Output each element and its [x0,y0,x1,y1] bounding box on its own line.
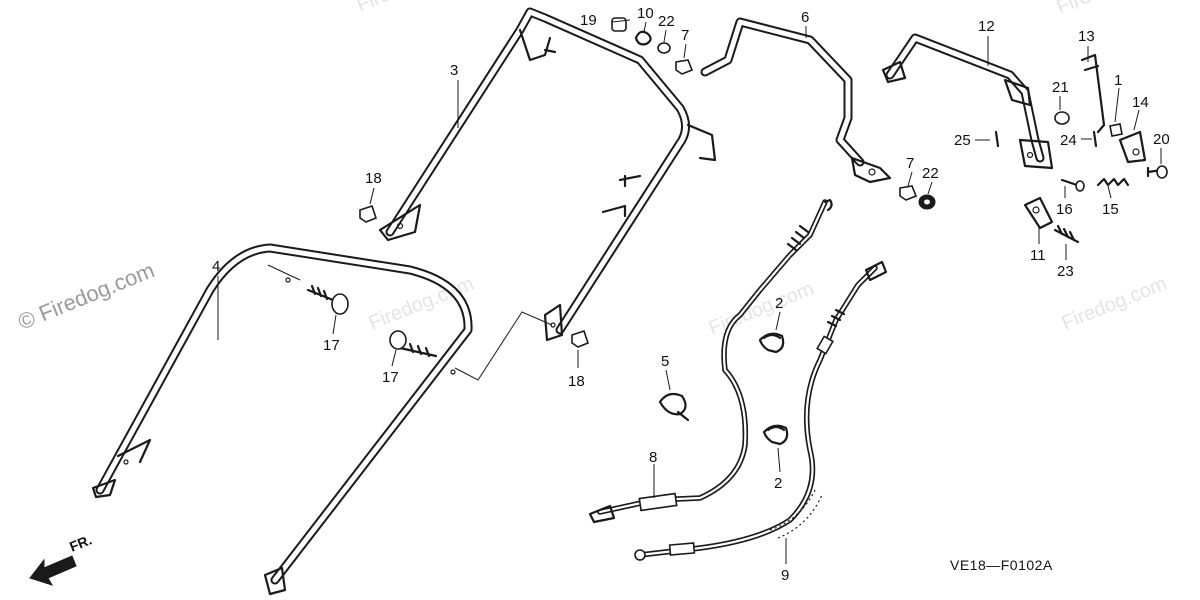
spring-clip-part-10 [634,30,652,46]
collar-part-19 [611,17,627,32]
cable-clamps [658,332,789,446]
cable-part-8 [597,199,828,515]
cable-clamp-part-5 [658,392,687,416]
watermarks: © Firedog.com Firedog.com Firedog.com Fi… [15,0,1170,340]
callout-19: 19 [580,12,597,29]
pin-part-24 [1092,130,1098,148]
watermark-main: © Firedog.com [15,257,158,334]
watermark-repeat: Firedog.com [354,0,465,17]
callout-12: 12 [978,18,995,35]
handle-fasteners [306,204,589,358]
pin-part-25 [994,130,1000,148]
bolt-part-17-lower [398,346,438,358]
callout-7-top: 7 [681,27,689,44]
upper-handle-part-3 [378,7,717,342]
callout-18-upper: 18 [365,170,382,187]
callout-6: 6 [801,9,809,26]
callout-17-upper: 17 [323,337,340,354]
diagram-code: VE18—F0102A [950,557,1053,573]
spring-part-15 [1096,177,1130,187]
nut-part-7-top [675,59,694,75]
callout-8: 8 [649,449,657,466]
plate-part-11 [1023,196,1054,230]
nut-part-18-upper [359,204,377,223]
front-label: FR. [67,531,94,554]
reference-lines [267,264,553,381]
callout-16: 16 [1056,201,1073,218]
callout-14: 14 [1132,94,1149,111]
leader-lines [217,19,1162,564]
callout-1: 1 [1114,72,1122,89]
callout-21: 21 [1052,79,1069,96]
callout-20: 20 [1153,131,1170,148]
watermark-repeat: Firedog.com [1054,0,1165,19]
front-direction-arrow: FR. [29,531,94,586]
callout-3: 3 [450,62,458,79]
callout-25: 25 [954,132,971,149]
top-hardware [611,17,936,210]
callout-23: 23 [1057,263,1074,280]
arrow-icon [29,555,77,586]
right-hardware [994,53,1168,244]
callout-24: 24 [1060,132,1077,149]
lower-handle-part-4 [91,243,473,596]
washer-part-21 [1054,111,1070,125]
nut-part-18-lower [571,329,589,348]
callout-17-lower: 17 [382,369,399,386]
nut-part-1 [1109,123,1123,137]
callout-7-mid: 7 [906,155,914,172]
lever-rod-part-12 [881,33,1054,170]
callout-18-lower: 18 [568,373,585,390]
callout-10: 10 [637,5,654,22]
callout-2-upper: 2 [775,295,783,312]
nut-part-7-mid [899,185,918,201]
callout-9: 9 [781,567,789,584]
callout-4: 4 [212,258,220,275]
plate-part-14 [1118,130,1147,164]
callout-5: 5 [661,353,669,370]
callout-11: 11 [1030,247,1046,264]
callout-13: 13 [1078,28,1095,45]
callout-2-lower: 2 [774,475,782,492]
callout-22-mid: 22 [922,165,939,182]
callouts: 3 4 6 12 13 1 21 14 25 24 20 15 16 11 23… [212,5,1170,584]
callout-22-top: 22 [658,13,675,30]
watermark-repeat: Firedog.com [1059,273,1170,335]
cables [588,198,888,561]
washer-part-22-top [657,42,671,54]
control-rod-part-6 [700,17,892,184]
callout-15: 15 [1102,201,1119,218]
